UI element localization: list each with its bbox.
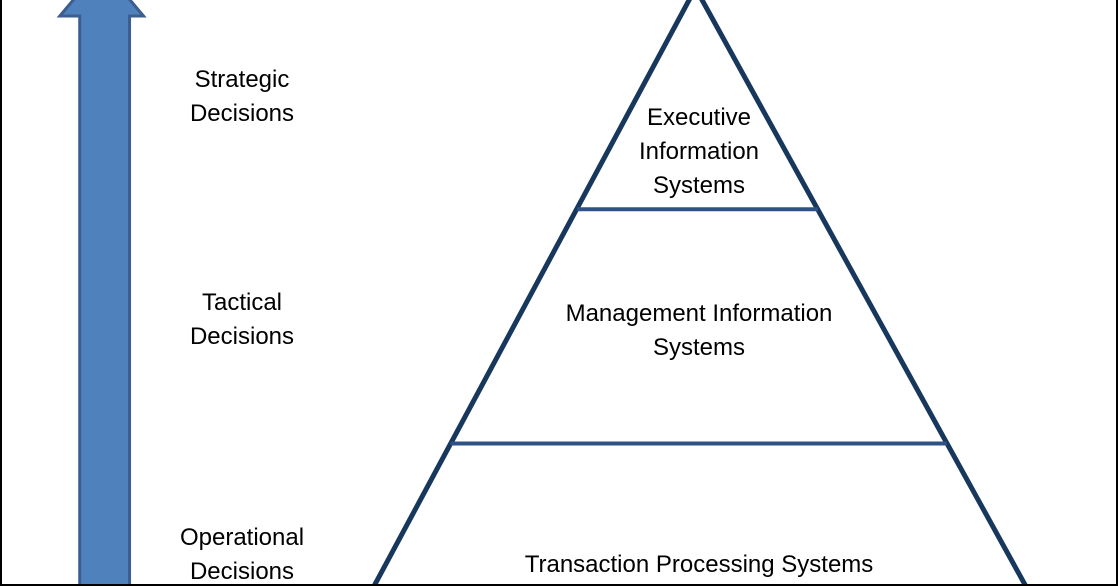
pyramid-level-transaction-processing-systems: Transaction Processing Systems — [525, 548, 874, 582]
level-line: Systems — [652, 334, 745, 361]
pyramid-level-management-information-systems: Management Information Systems — [566, 297, 833, 365]
label-operational-decisions: Operational Decisions — [179, 521, 305, 585]
level-line: Executive — [646, 104, 752, 131]
level-line: Management Information — [565, 300, 833, 327]
label-line: Decisions — [189, 100, 295, 127]
label-line: Strategic — [194, 66, 290, 93]
label-line: Tactical — [201, 289, 283, 316]
label-line: Decisions — [189, 323, 295, 350]
label-tactical-decisions: Tactical Decisions — [190, 286, 294, 354]
label-line: Operational — [179, 524, 305, 551]
level-line: Systems — [652, 172, 745, 199]
label-line: Decisions — [189, 558, 295, 585]
level-line: Information — [638, 138, 760, 165]
upward-arrow-icon — [56, 0, 147, 584]
label-strategic-decisions: Strategic Decisions — [190, 63, 294, 131]
pyramid-level-executive-information-systems: Executive Information Systems — [639, 101, 759, 203]
pyramid-outline — [372, 0, 1028, 584]
level-line: Transaction Processing Systems — [524, 551, 874, 578]
